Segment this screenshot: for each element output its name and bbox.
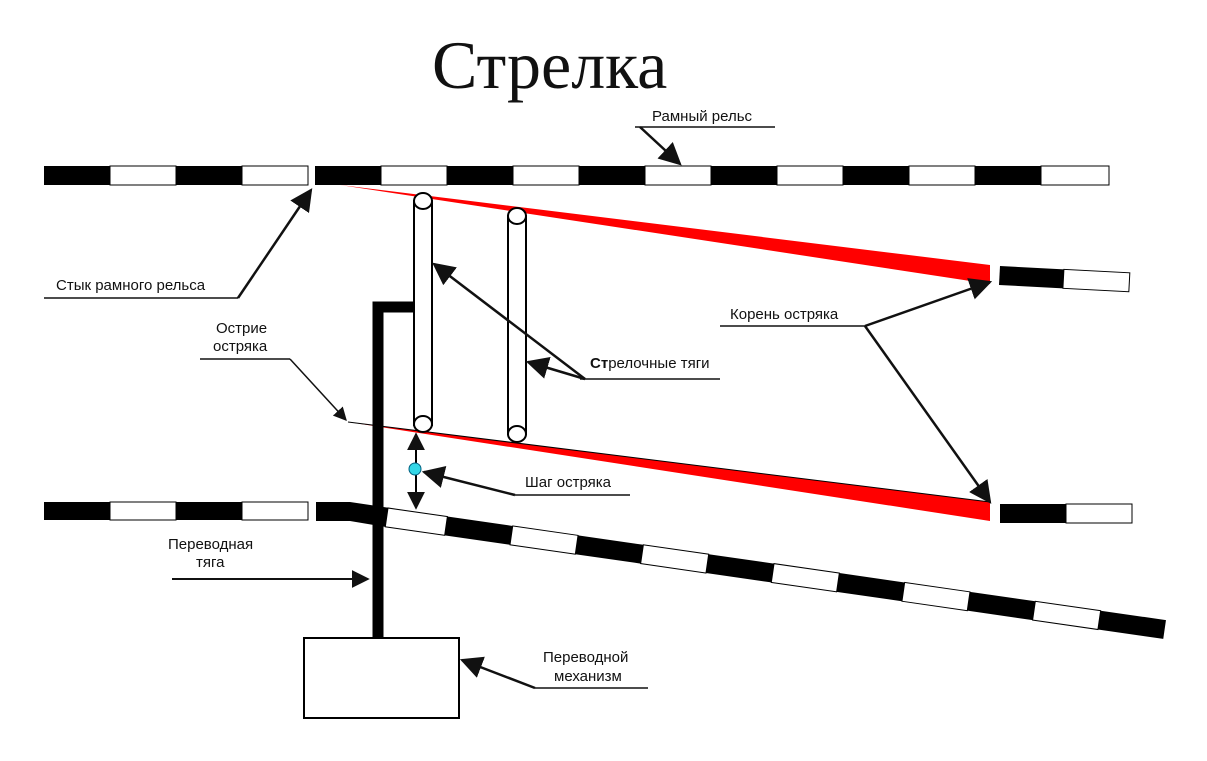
label-point-tip-1: Острие [216,320,267,337]
label-frame-rail-joint: Стык рамного рельса [56,277,206,294]
label-switch-throw: Шаг остряка [525,474,612,491]
lower-frame-rail-start [316,502,390,527]
label-switch-machine-2: механизм [554,668,622,685]
heel-arrow-lower [863,325,992,504]
lower-switch-blade [348,422,990,521]
frame-rail-arrow [639,126,682,166]
lower-left-rail [44,501,309,521]
label-throw-rod-1: Переводная [168,536,253,553]
switch-rods-arrow-2 [525,357,586,381]
upper-left-rail [44,165,309,186]
label-heel-of-switch: Корень остряка [730,306,839,323]
label-switch-machine-1: Переводной [543,649,628,666]
switch-rod-1 [413,192,433,433]
switch-rods-arrow-1 [432,262,586,380]
diagram-title: Стрелка [432,27,667,103]
lower-closure-rail [1000,503,1133,524]
frame-rail-joint-arrow [236,188,313,299]
heel-arrow-upper [864,278,993,328]
point-tip-arrow [289,358,347,421]
pivot-dot [408,462,422,476]
upper-closure-rail [999,266,1131,293]
upper-switch-blade [340,185,990,284]
switch-throw-arrow [421,466,516,497]
switch-rod-2 [507,207,527,443]
switch-machine-box [303,637,460,719]
switch-machine-arrow [459,656,536,690]
label-frame-rail: Рамный рельс [652,108,753,125]
label-switch-rods: Стрелочные тяги [590,355,710,372]
label-throw-rod-2: тяга [196,554,225,571]
label-point-tip-2: остряка [213,338,268,355]
upper-frame-rail [315,165,1110,186]
throw-rod [372,301,414,638]
lower-diverging-rail [384,507,1166,639]
